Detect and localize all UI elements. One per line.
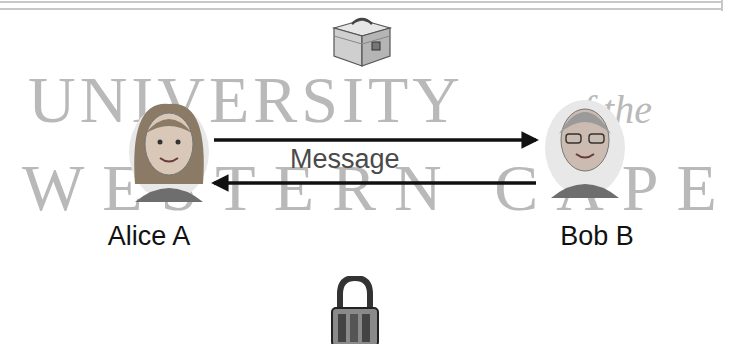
portrait-photo <box>84 90 214 212</box>
portrait-photo <box>129 104 209 202</box>
shoulders <box>135 188 203 202</box>
header-rule <box>0 0 734 14</box>
portrait-photo <box>536 90 658 212</box>
glasses <box>589 134 604 143</box>
hair <box>134 104 204 184</box>
shoulders <box>551 184 619 198</box>
eye <box>158 140 163 145</box>
person-name: Bob B <box>536 221 658 252</box>
glasses <box>566 134 581 143</box>
padlock-illustration <box>328 276 388 344</box>
message-arrow <box>214 138 536 142</box>
person-node: Bob B <box>536 90 658 252</box>
message-arrow <box>214 181 536 185</box>
portrait-photo <box>545 100 625 198</box>
person-name: Alice A <box>84 221 214 252</box>
photo-background <box>129 104 209 200</box>
face <box>145 113 193 175</box>
person-node: Alice A <box>84 90 214 252</box>
message-label: Message <box>290 144 400 175</box>
watermark-text: UNIVERSITY <box>28 62 464 138</box>
hair <box>559 112 611 134</box>
eye <box>176 140 181 145</box>
mouth <box>576 154 594 158</box>
hair <box>145 119 193 134</box>
lockbox-illustration <box>326 6 396 72</box>
mouth <box>160 158 178 162</box>
photo-background <box>545 100 625 196</box>
